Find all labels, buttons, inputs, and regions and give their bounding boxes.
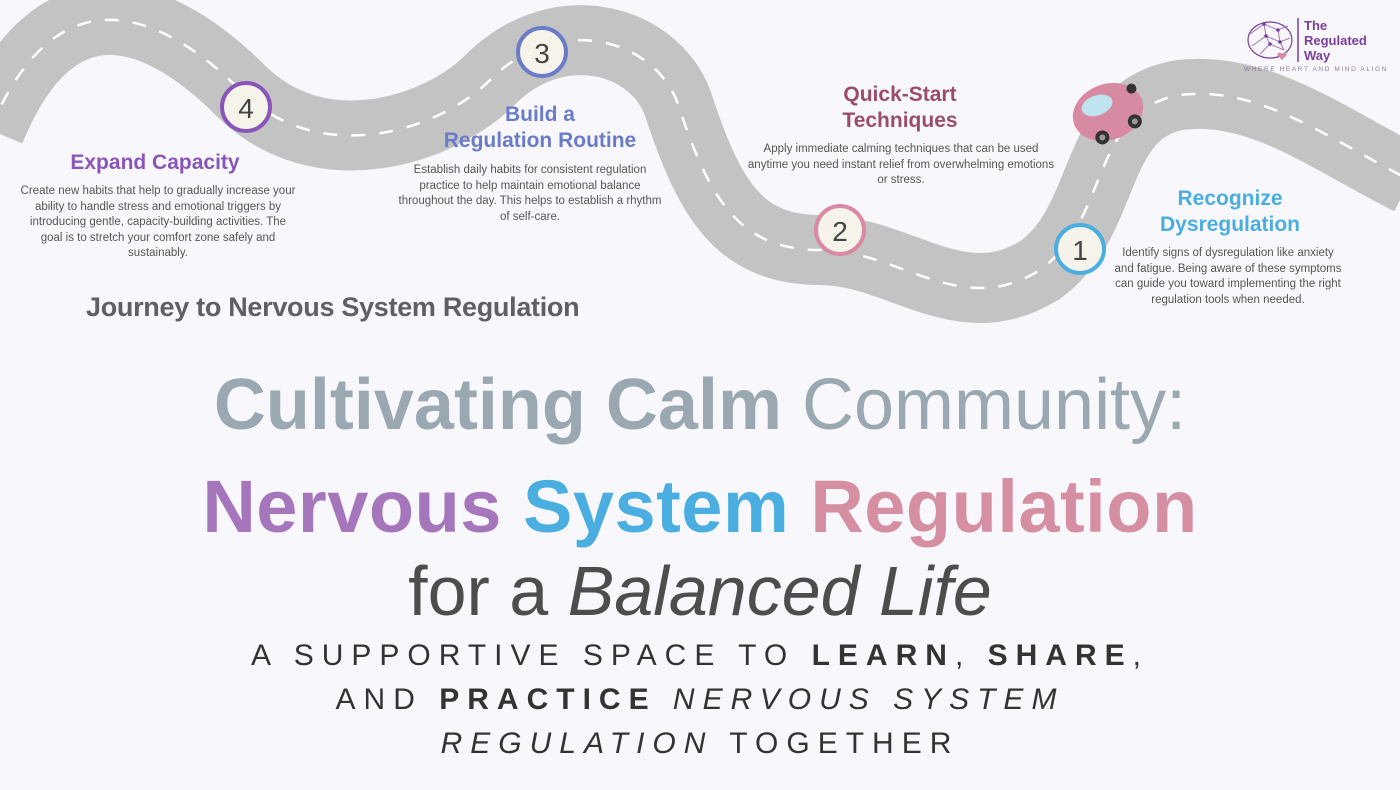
subheadline-bold-practice: PRACTICE [439, 683, 657, 716]
headline-word-system: System [523, 465, 790, 548]
brain-heart-logo-icon [1247, 21, 1293, 60]
step-2-description: Apply immediate calming techniques that … [747, 143, 1055, 186]
headline-word-regulation: Regulation [810, 465, 1198, 548]
step-marker-1: 1 [1054, 223, 1106, 275]
step-1-title-line-2: Dysregulation [1159, 213, 1301, 236]
headline-line-3-italic: Balanced Life [567, 552, 992, 630]
subheadline-text-1: A SUPPORTIVE SPACE TO [251, 639, 796, 672]
car-icon [1072, 82, 1144, 145]
step-2-title: Quick-Start Techniques [780, 82, 1020, 134]
road-center-dashes [0, 18, 1400, 290]
subheadline-line-1: A SUPPORTIVE SPACE TO LEARN, SHARE, [0, 634, 1400, 678]
subheadline-comma-1: , [954, 639, 972, 672]
step-3-title-line-1: Build a [504, 103, 575, 126]
headline-line-1: Cultivating Calm Community: [0, 362, 1400, 448]
step-2-title-line-1: Quick-Start [843, 83, 957, 106]
headline-line-2: Nervous System Regulation [0, 464, 1400, 550]
journey-title: Journey to Nervous System Regulation [86, 292, 580, 322]
subheadline-italic-2: REGULATION [440, 727, 714, 760]
step-4-description: Create new habits that help to gradually… [20, 185, 296, 259]
step-number-4: 4 [238, 93, 254, 124]
step-3-title: Build a Regulation Routine [420, 102, 660, 154]
step-1-title: Recognize Dysregulation [1110, 186, 1350, 238]
headline-bold-text: Cultivating Calm [213, 365, 782, 445]
step-1-description: Identify signs of dysregulation like anx… [1114, 247, 1342, 306]
step-1-title-line-1: Recognize [1177, 187, 1283, 210]
subheadline-comma-2: , [1132, 639, 1149, 672]
brand-tagline: WHERE HEART AND MIND ALIGN [1244, 66, 1388, 73]
headline-line-3: for a Balanced Life [0, 551, 1400, 631]
subheadline-text-and: AND [335, 683, 423, 716]
headline-regular-text: Community: [801, 365, 1187, 445]
subheadline-line-3: REGULATION TOGETHER [0, 722, 1400, 766]
step-marker-4: 4 [220, 81, 272, 133]
step-number-3: 3 [534, 38, 550, 69]
subheadline-bold-share: SHARE [987, 639, 1133, 672]
step-4-title: Expand Capacity [70, 151, 240, 174]
subheadline-line-2: AND PRACTICE NERVOUS SYSTEM [0, 678, 1400, 722]
step-marker-2: 2 [814, 204, 866, 256]
brand-name-line-3: Way [1304, 48, 1331, 63]
step-number-1: 1 [1072, 235, 1088, 266]
step-2-title-line-2: Techniques [842, 109, 958, 132]
brand-name-line-1: The [1304, 18, 1328, 33]
subheadline-text-together: TOGETHER [729, 727, 960, 760]
step-3-title-line-2: Regulation Routine [443, 129, 637, 152]
step-3-description: Establish daily habits for consistent re… [398, 164, 662, 223]
brand-logo: The Regulated Way [1304, 18, 1367, 63]
headline-word-nervous: Nervous [202, 465, 502, 548]
subheadline-italic-1: NERVOUS SYSTEM [672, 683, 1065, 716]
headline-line-3-regular: for a [408, 552, 549, 630]
subheadline-bold-learn: LEARN [811, 639, 955, 672]
step-marker-3: 3 [516, 26, 568, 78]
step-number-2: 2 [832, 216, 848, 247]
brand-name-line-2: Regulated [1304, 33, 1367, 48]
